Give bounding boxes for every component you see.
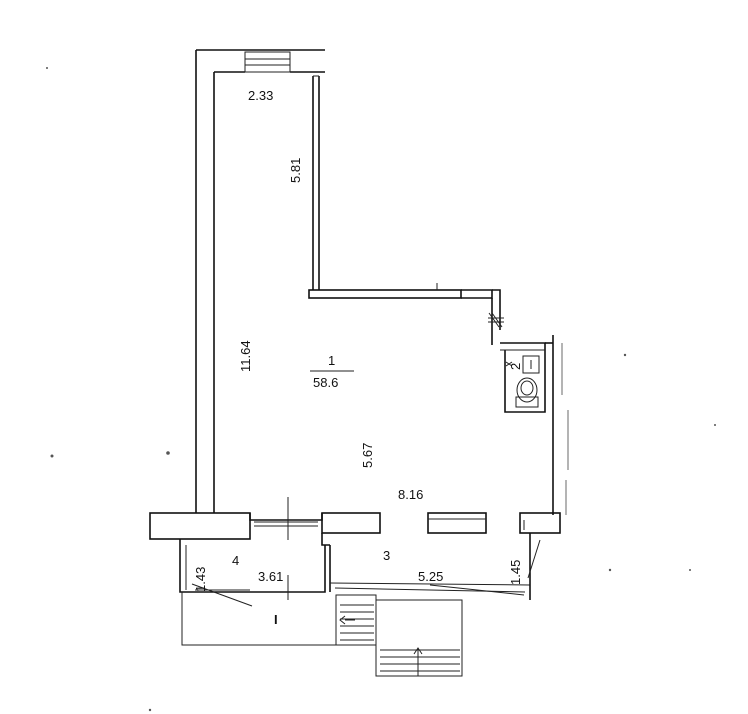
dim-left-length: 11.64 xyxy=(238,340,253,372)
toilet-number: 2 xyxy=(508,363,523,370)
room-3-number: 3 xyxy=(383,548,390,563)
room-main-number: 1 xyxy=(328,353,335,368)
dim-room4-depth: 1.43 xyxy=(193,567,208,592)
dim-room4-width: 3.61 xyxy=(258,569,283,584)
dim-hall-depth: 5.67 xyxy=(360,443,375,468)
lower-walls xyxy=(149,497,561,540)
dim-corridor-length: 5.81 xyxy=(288,158,303,183)
stairs xyxy=(181,592,463,677)
dim-top-width: 2.33 xyxy=(248,88,273,103)
room-4-number: 4 xyxy=(232,553,239,568)
dim-room3-depth: 1.45 xyxy=(508,560,523,585)
outer-walls xyxy=(195,49,569,515)
dim-room3-width: 5.25 xyxy=(418,569,443,584)
room-main-area: 58.6 xyxy=(313,375,338,390)
labels: 2.33 5.81 11.64 1 58.6 5.67 8.16 2 4 3 1… xyxy=(193,88,523,627)
dim-hall-width: 8.16 xyxy=(398,487,423,502)
scan-specks xyxy=(46,67,716,712)
roman-label: I xyxy=(274,612,278,627)
lower-rooms xyxy=(179,533,541,607)
